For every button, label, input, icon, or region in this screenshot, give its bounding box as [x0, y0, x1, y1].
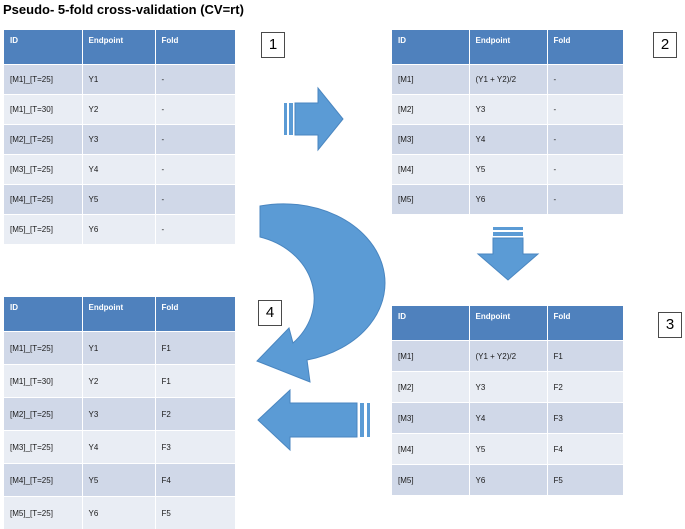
- arrow-down-icon: [478, 227, 538, 280]
- arrow-left-icon: [258, 390, 370, 450]
- arrow-right-icon: [284, 88, 343, 150]
- curved-arrow-icon: [257, 204, 385, 382]
